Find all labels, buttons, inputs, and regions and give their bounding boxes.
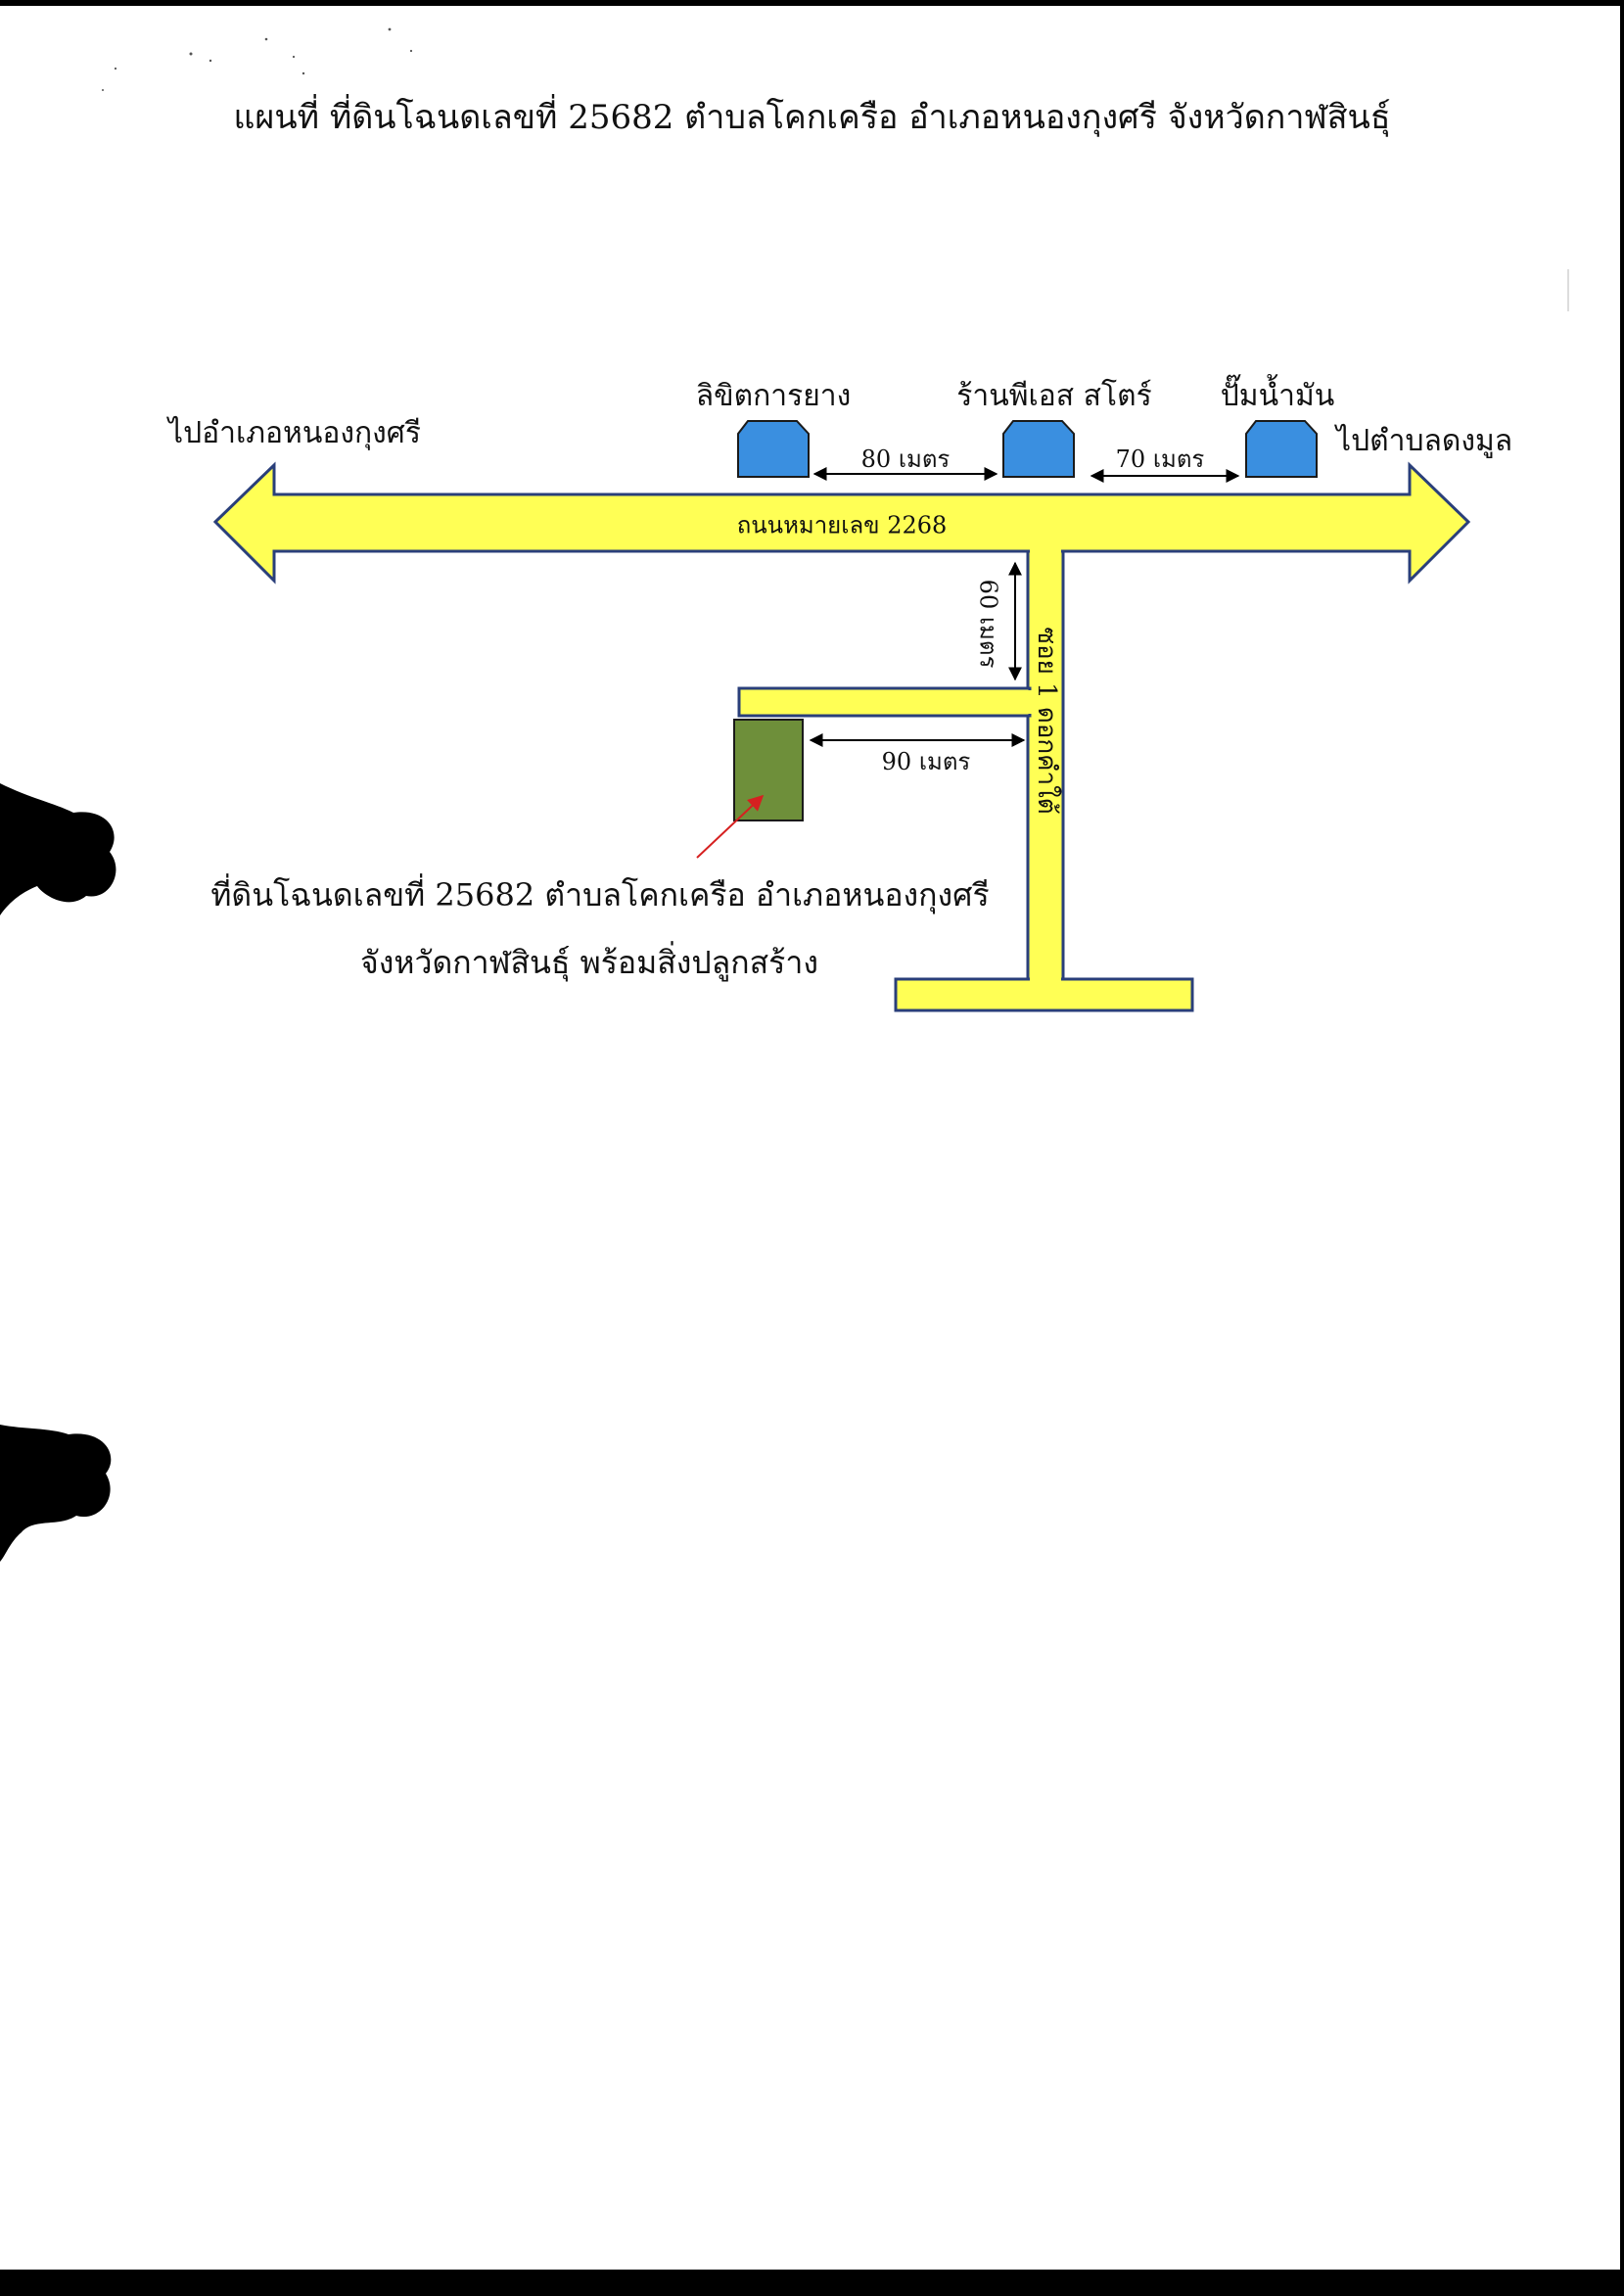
main-road-side-road-joint bbox=[1030, 546, 1061, 556]
landmark-icon bbox=[1245, 420, 1318, 478]
plot-caption-line2: จังหวัดกาฬสินธุ์ พร้อมสิ่งปลูกสร้าง bbox=[360, 941, 818, 982]
landmark-icon bbox=[737, 420, 810, 478]
plot-caption-line1: ที่ดินโฉนดเลขที่ 25682 ตำบลโคกเครือ อำเภ… bbox=[210, 873, 989, 914]
landmark-likhit-rubber: ลิขิตการยาง bbox=[696, 379, 852, 478]
landmark-ps-store: ร้านพีเอส สโตร์ bbox=[956, 378, 1152, 478]
scan-border-top bbox=[0, 0, 1624, 6]
scan-specks bbox=[102, 27, 413, 91]
land-plot bbox=[733, 719, 804, 821]
page-title: แผนที่ ที่ดินโฉนดเลขที่ 25682 ตำบลโคกเคร… bbox=[233, 98, 1391, 137]
landmark-label: ร้านพีเอส สโตร์ bbox=[956, 378, 1151, 413]
side-road-end-bar-joint bbox=[1030, 975, 1061, 983]
distance-label-70m: 70 เมตร bbox=[1116, 445, 1205, 473]
landmark-icon bbox=[1002, 420, 1075, 478]
landmark-gas-station: ปั๊มน้ำมัน bbox=[1221, 374, 1334, 478]
side-road-label: ซอย 1 ดอกคำใต้ bbox=[1032, 627, 1061, 814]
access-lane-joint bbox=[1026, 690, 1032, 714]
main-road-label: ถนนหมายเลข 2268 bbox=[737, 512, 948, 539]
scan-border-right bbox=[1620, 0, 1624, 2296]
distance-label-80m: 80 เมตร bbox=[861, 445, 951, 473]
access-lane bbox=[737, 686, 1032, 718]
landmark-label: ลิขิตการยาง bbox=[696, 379, 852, 413]
scan-border-bottom bbox=[0, 2270, 1624, 2296]
main-road bbox=[212, 461, 1471, 585]
landmark-label: ปั๊มน้ำมัน bbox=[1221, 374, 1334, 413]
left-destination-label: ไปอำเภอหนองกุงศรี bbox=[166, 415, 421, 451]
distance-label-60m: 60 เมตร bbox=[975, 580, 1002, 669]
distance-label-90m: 90 เมตร bbox=[882, 748, 971, 775]
side-road bbox=[1026, 541, 1065, 983]
plot-pointer-arrow bbox=[696, 794, 765, 859]
side-road-end-bar bbox=[894, 977, 1194, 1012]
right-destination-label: ไปตำบลดงมูล bbox=[1334, 423, 1512, 458]
scan-hole-blob-upper bbox=[0, 783, 116, 915]
scan-hole-blob-lower bbox=[0, 1425, 112, 1562]
